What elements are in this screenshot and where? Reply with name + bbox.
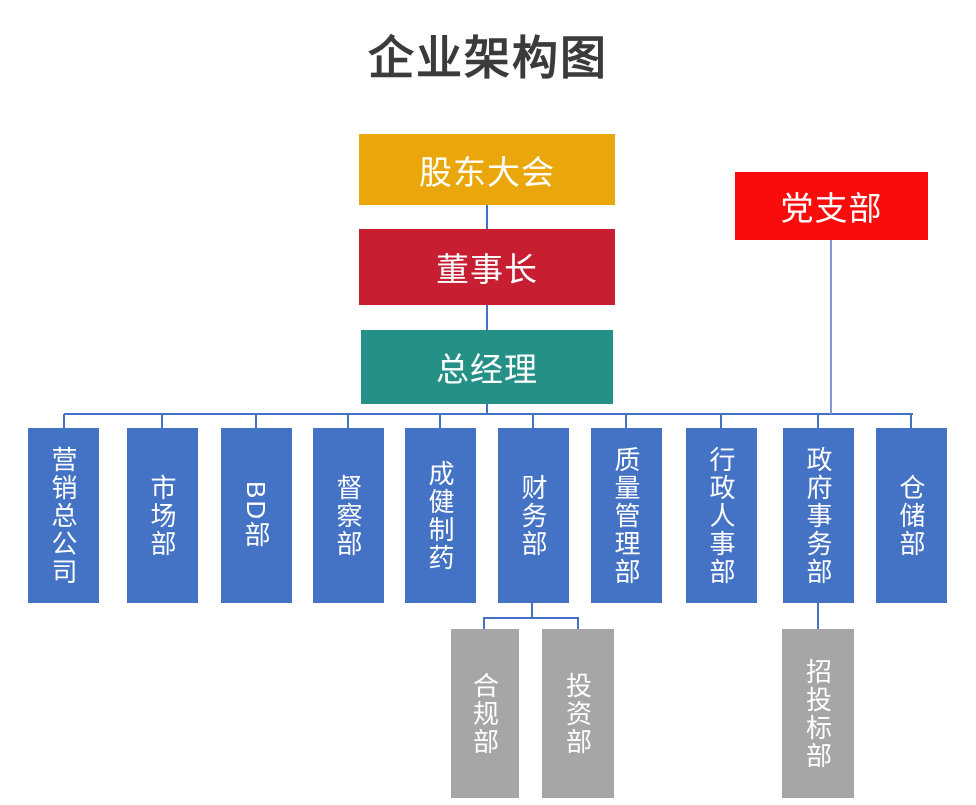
connector-finance-drop — [531, 603, 533, 618]
connector-stub — [255, 414, 257, 428]
dept-finance: 财务部 — [498, 428, 569, 603]
node-label: 董事长 — [436, 251, 538, 288]
dept-chengjian-pharma: 成健制药 — [405, 428, 476, 603]
subdept-label: 招投标部 — [802, 657, 833, 770]
connector-rail — [64, 413, 913, 415]
connector-stub — [817, 414, 819, 428]
connector-finance-stub-right — [577, 617, 579, 629]
subdept-investment: 投资部 — [542, 629, 614, 798]
subdept-compliance: 合规部 — [451, 629, 519, 798]
dept-label: BD部 — [241, 481, 271, 550]
dept-label: 营销总公司 — [48, 445, 78, 586]
dept-label: 质量管理部 — [611, 445, 641, 586]
connector-shareholders-chairman — [486, 205, 488, 229]
subdept-label: 投资部 — [562, 671, 593, 756]
node-party-branch: 党支部 — [735, 172, 928, 240]
node-label: 总经理 — [436, 351, 538, 388]
connector-finance-rail — [483, 617, 579, 619]
node-shareholders-meeting: 股东大会 — [359, 134, 615, 205]
connector-stub — [161, 414, 163, 428]
dept-label: 成健制药 — [425, 459, 455, 572]
dept-warehouse: 仓储部 — [876, 428, 947, 603]
subdept-bidding: 招投标部 — [782, 629, 854, 798]
connector-stub — [910, 414, 912, 428]
dept-label: 行政人事部 — [706, 445, 736, 586]
connector-stub — [532, 414, 534, 428]
connector-stub — [439, 414, 441, 428]
dept-label: 财务部 — [518, 473, 548, 558]
dept-supervision: 督察部 — [313, 428, 384, 603]
connector-stub — [347, 414, 349, 428]
dept-government-affairs: 政府事务部 — [783, 428, 854, 603]
subdept-label: 合规部 — [469, 671, 500, 756]
dept-label: 仓储部 — [896, 473, 926, 558]
node-general-manager: 总经理 — [361, 330, 613, 404]
dept-quality-management: 质量管理部 — [591, 428, 662, 603]
dept-label: 督察部 — [333, 473, 363, 558]
dept-admin-hr: 行政人事部 — [686, 428, 757, 603]
dept-market: 市场部 — [127, 428, 198, 603]
connector-stub — [63, 414, 65, 428]
node-label: 股东大会 — [419, 153, 555, 191]
connector-gm-rail — [486, 403, 488, 414]
connector-stub — [625, 414, 627, 428]
dept-bd: BD部 — [221, 428, 292, 603]
dept-label: 政府事务部 — [803, 445, 833, 586]
connector-finance-stub-left — [483, 617, 485, 629]
connector-government-drop — [817, 603, 819, 629]
connector-chairman-gm — [486, 305, 488, 330]
connector-stub — [720, 414, 722, 428]
chart-title: 企业架构图 — [368, 32, 608, 84]
dept-marketing-hq: 营销总公司 — [28, 428, 99, 603]
connector-party-branch — [830, 240, 832, 414]
node-label: 党支部 — [780, 190, 883, 227]
dept-label: 市场部 — [147, 473, 177, 558]
node-chairman: 董事长 — [359, 229, 615, 305]
